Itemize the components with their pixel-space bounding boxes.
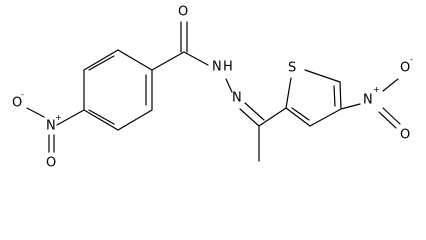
right-nitro-group: N + O - O (340, 55, 413, 143)
left-nitro-o-minus-label: O (12, 96, 22, 111)
bond-th-c4-c3 (309, 108, 342, 127)
bond-n-c-double-a (239, 108, 260, 127)
bond-th-inner-1 (333, 85, 336, 107)
bond-ring-nitro (56, 109, 85, 126)
bond-ring-inner-3 (88, 55, 115, 71)
hydrazone-group: N (225, 78, 287, 162)
benzene-ring (83, 49, 153, 131)
bond-thiophene-nitro (340, 103, 361, 110)
bond-ring-2 (117, 109, 153, 131)
thiophene-s-label: S (288, 61, 296, 76)
bond-carbonyl-nh (183, 51, 209, 66)
bond-th-s-c5 (304, 69, 341, 83)
bond-right-nitro-o-minus (382, 78, 399, 92)
molecule-canvas: N + O - O O N H N S (12, 5, 413, 171)
right-nitro-n-charge: + (373, 85, 380, 94)
bond-c-thiophene (258, 107, 287, 127)
nh-h-label: H (223, 60, 233, 75)
hydrazone-n-label: N (232, 91, 242, 106)
bond-th-inner-2 (291, 107, 310, 121)
bond-ring-inner-2 (88, 109, 115, 125)
left-nitro-n-charge: + (55, 113, 62, 122)
thiophene-ring: S (285, 61, 342, 127)
bond-th-c5-c4 (339, 81, 342, 110)
left-nitro-o-minus-charge: - (21, 90, 24, 99)
bond-ring-3 (83, 109, 119, 131)
nh-n-label: N (212, 60, 222, 75)
left-nitro-o-label: O (46, 156, 56, 171)
bond-th-c2-s (285, 77, 292, 109)
bond-ring-5 (83, 49, 119, 71)
bond-nitro-o-minus (26, 107, 45, 118)
left-nitro-group: N + O - O (12, 90, 85, 171)
bond-th-c3-c2 (285, 107, 311, 127)
bond-right-nitro-o-double-a (378, 111, 397, 129)
bond-ring-carbonyl (151, 51, 185, 71)
right-nitro-o-minus-label: O (400, 61, 410, 76)
bond-n-c-double-b (244, 102, 265, 121)
bond-n-n (225, 78, 233, 93)
right-nitro-o-minus-charge: - (410, 55, 413, 64)
amide-group: O N H (151, 5, 233, 75)
bond-right-nitro-o-double-b (382, 107, 401, 125)
structure-diagram: N + O - O O N H N S (12, 5, 413, 171)
bond-ring-6 (117, 49, 153, 71)
left-nitro-n-label: N (46, 119, 56, 134)
right-nitro-n-label: N (363, 93, 373, 108)
carbonyl-o-label: O (178, 5, 188, 20)
right-nitro-o-label: O (400, 128, 410, 143)
